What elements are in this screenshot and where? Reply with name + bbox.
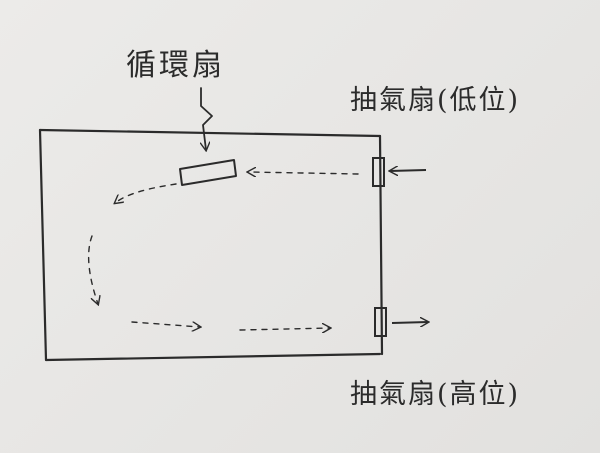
airflow-path bbox=[87, 172, 359, 330]
circulation-fan bbox=[179, 159, 237, 186]
outlet-arrow bbox=[391, 322, 428, 323]
circulation-fan-label: 循環扇 bbox=[126, 48, 225, 83]
room-outline bbox=[38, 128, 384, 362]
airflow-arrow-sweep bbox=[115, 183, 177, 203]
intake-arrow bbox=[390, 170, 427, 171]
exhaust-fan-low-label: 抽氣扇(低位) bbox=[350, 85, 521, 116]
exhaust-fan-low bbox=[372, 157, 385, 187]
airflow-arrow-bottom-1 bbox=[131, 321, 200, 327]
exhaust-fan-high bbox=[374, 307, 387, 337]
airflow-arrow-bottom-2 bbox=[239, 328, 330, 330]
circulation-fan-leader bbox=[201, 87, 213, 150]
exhaust-fan-high-label: 抽氣扇(高位) bbox=[350, 379, 521, 410]
airflow-arrow-down bbox=[87, 235, 98, 304]
airflow-arrow-in bbox=[248, 172, 359, 174]
